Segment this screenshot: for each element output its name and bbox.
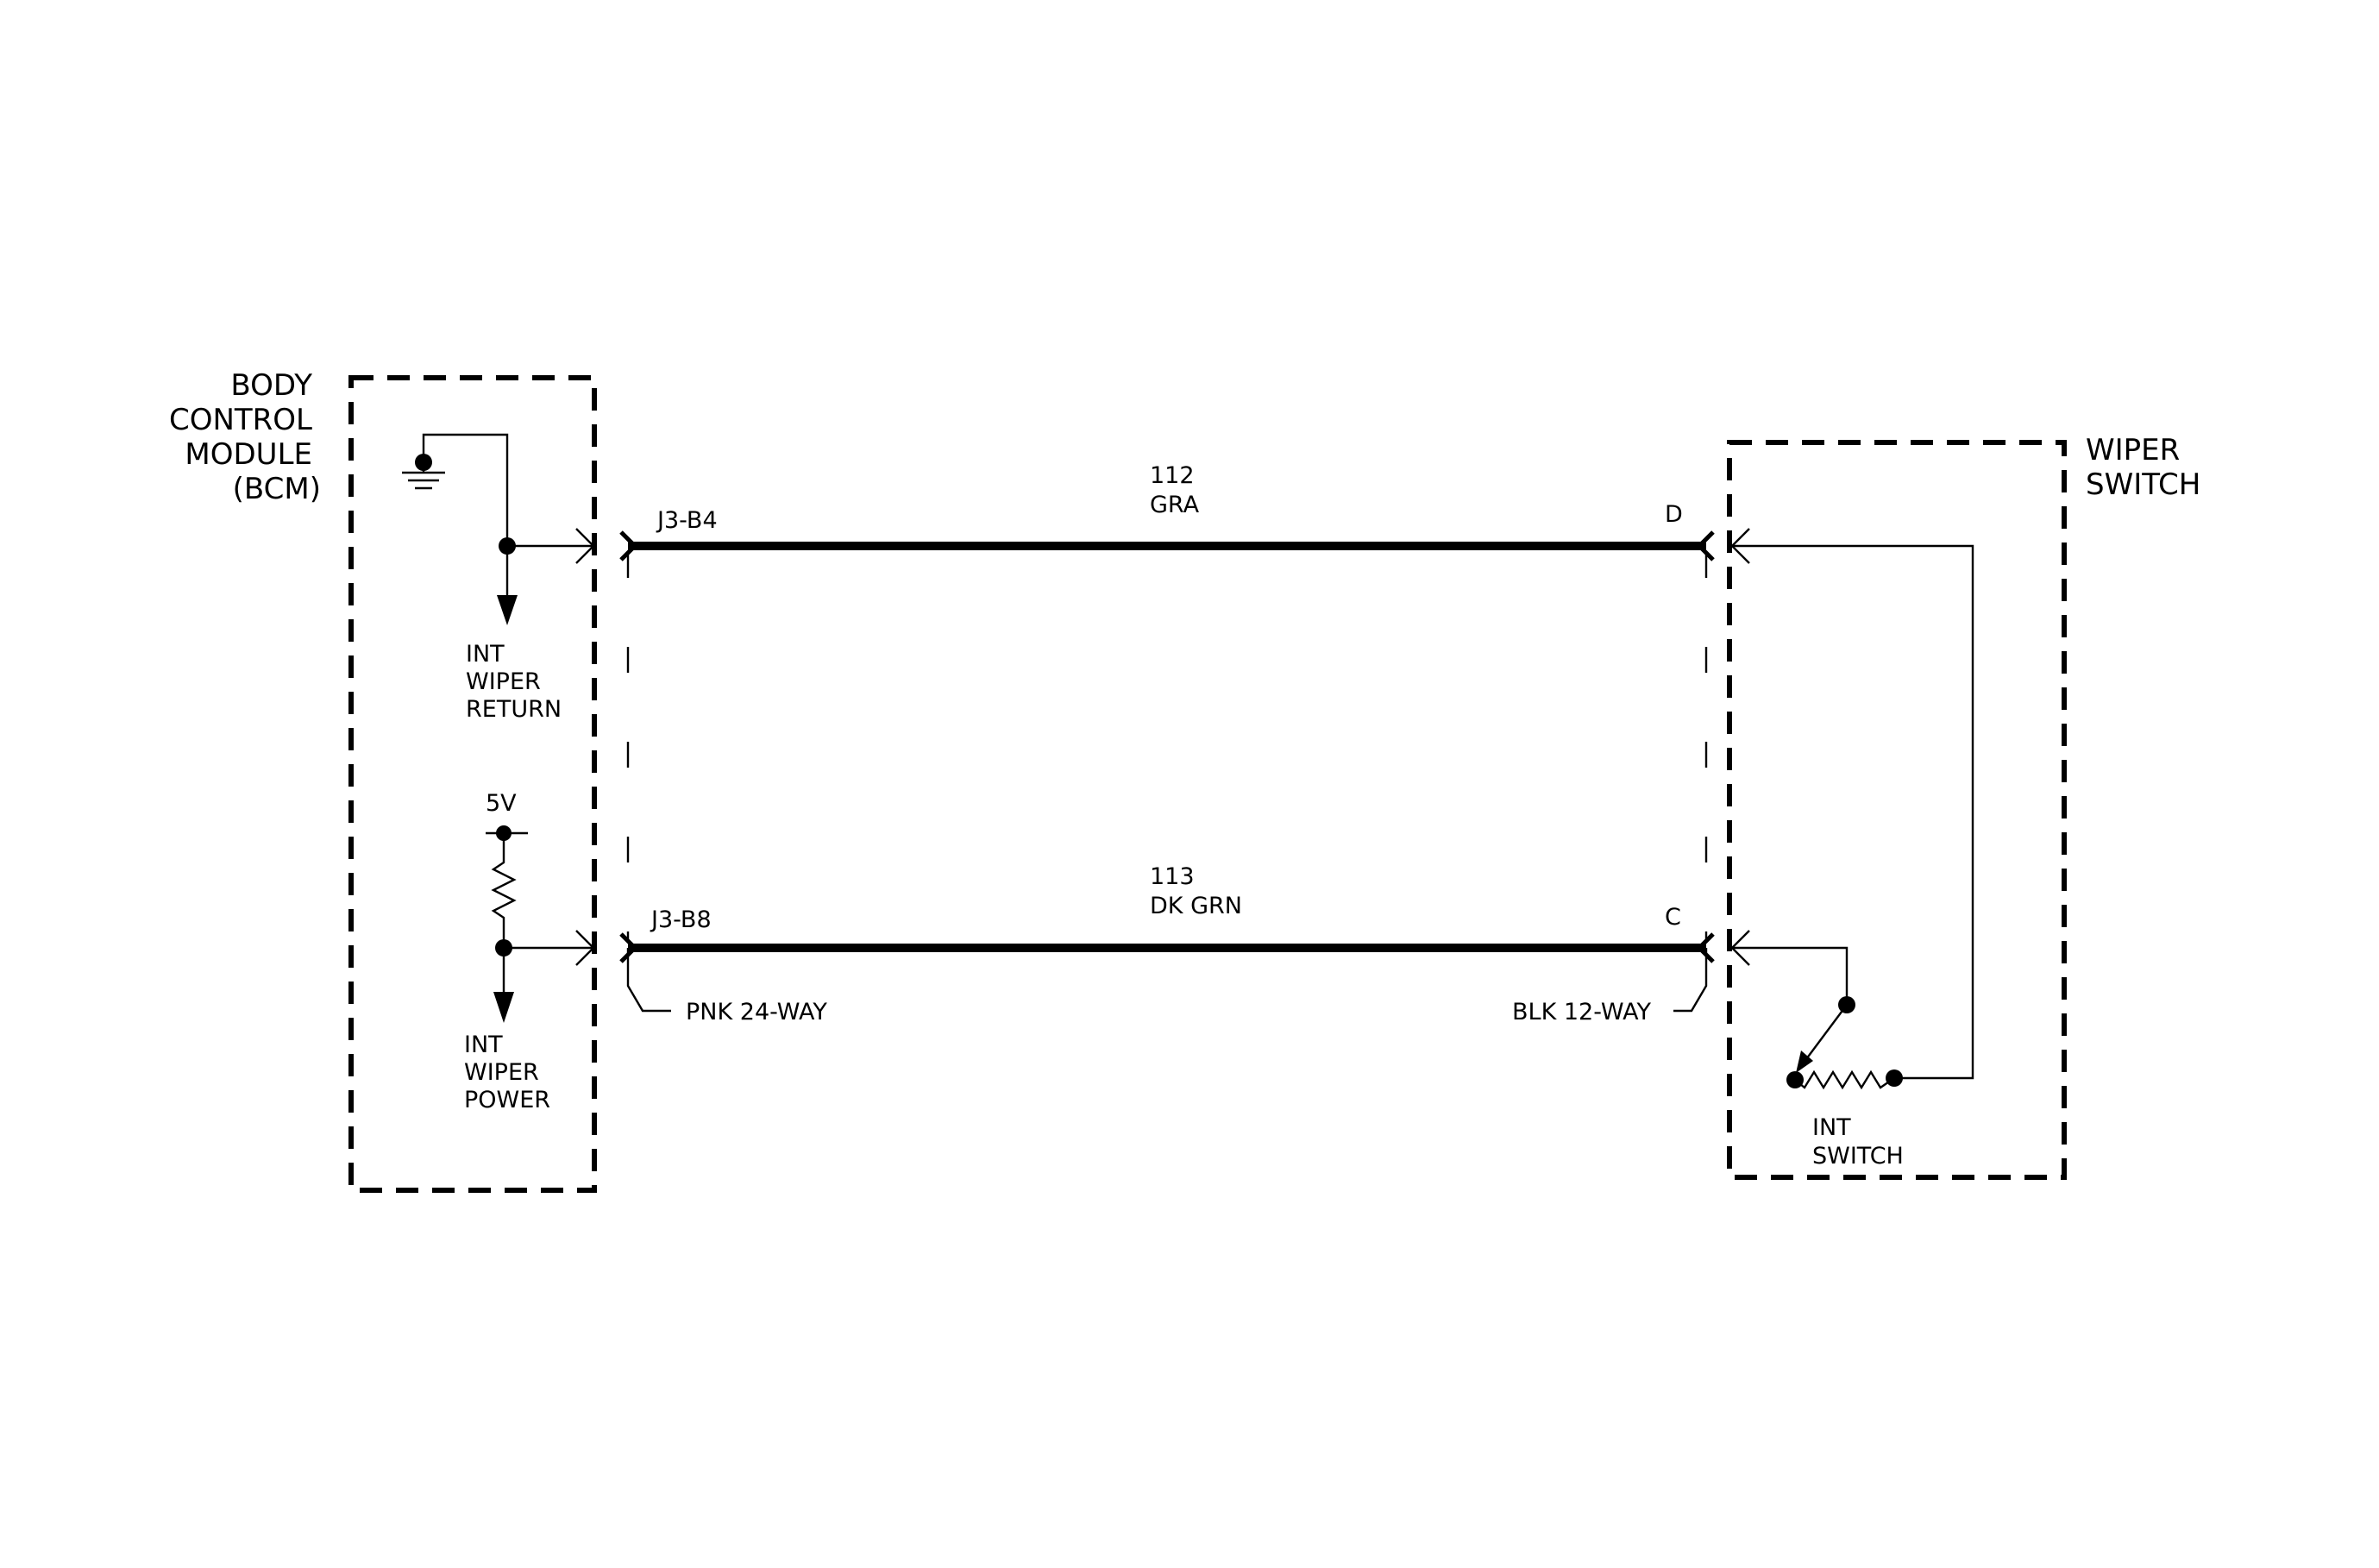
wiper-switch-title-line-2: SWITCH	[2086, 467, 2200, 502]
return-label-line-2: WIPER	[466, 668, 541, 695]
int-switch-label-line-1: INT	[1812, 1114, 1851, 1141]
bcm-title-line-4: (BCM)	[233, 472, 321, 506]
return-internal-wire	[422, 433, 509, 595]
return-arrow-icon	[497, 595, 518, 625]
circuit-112-color: GRA	[1150, 492, 1200, 518]
power-label-line-2: WIPER	[464, 1059, 539, 1086]
bcm-title-line-1: BODY	[230, 368, 312, 403]
switch-pin-c-connector-icon	[1696, 932, 1715, 963]
return-label-line-1: INT	[466, 641, 505, 668]
return-pin-arrow-icon	[575, 528, 595, 564]
switch-connector-name: BLK 12-WAY	[1512, 999, 1651, 1025]
bcm-dashed-outline	[348, 375, 597, 1193]
wiper-switch-block: WIPER SWITCH INT SWITCH	[1727, 433, 2200, 1180]
switch-c-internal-wire	[1732, 946, 1849, 1005]
bcm-pin-j3-b4: J3-B4	[656, 507, 718, 534]
power-label-line-1: INT	[464, 1032, 503, 1058]
return-label-line-3: RETURN	[466, 696, 562, 723]
bcm-connector-name: PNK 24-WAY	[686, 999, 827, 1025]
bcm-pin-b4-connector-icon	[619, 530, 638, 561]
circuit-112-number: 112	[1150, 462, 1195, 489]
bcm-connector-leader	[626, 948, 671, 1013]
int-switch-icon	[1786, 996, 1903, 1090]
switch-pin-c: C	[1665, 904, 1681, 931]
wiper-switch-dashed-outline	[1727, 440, 2067, 1180]
switch-d-internal-wire	[1732, 544, 1974, 1080]
bcm-pin-b8-connector-icon	[619, 932, 638, 963]
pullup-resistor-icon	[491, 833, 517, 948]
circuit-113-color: DK GRN	[1150, 893, 1242, 919]
wiper-switch-title-line-1: WIPER	[2086, 433, 2180, 467]
switch-d-pin-arrow-icon	[1730, 528, 1750, 564]
switch-pin-d: D	[1665, 501, 1683, 528]
voltage-label: 5V	[486, 790, 517, 817]
bcm-block: BODY CONTROL MODULE (BCM) INT WIPER RETU…	[169, 368, 597, 1193]
bcm-title-line-2: CONTROL	[169, 403, 312, 437]
bcm-pin-j3-b8: J3-B8	[650, 906, 712, 933]
int-switch-label-line-2: SWITCH	[1812, 1143, 1904, 1170]
power-arrow-icon	[493, 992, 514, 1023]
switch-c-pin-arrow-icon	[1730, 930, 1750, 966]
switch-pin-d-connector-icon	[1696, 530, 1715, 561]
power-pin-arrow-icon	[575, 930, 595, 966]
switch-connector-leader	[1673, 948, 1708, 1013]
bcm-title-line-3: MODULE	[185, 437, 312, 472]
circuit-113-number: 113	[1150, 863, 1195, 890]
harness: 112 GRA J3-B4 D 113 DK GRN J3-B8 C PNK 2…	[619, 462, 1715, 1025]
power-label-line-3: POWER	[464, 1087, 550, 1113]
